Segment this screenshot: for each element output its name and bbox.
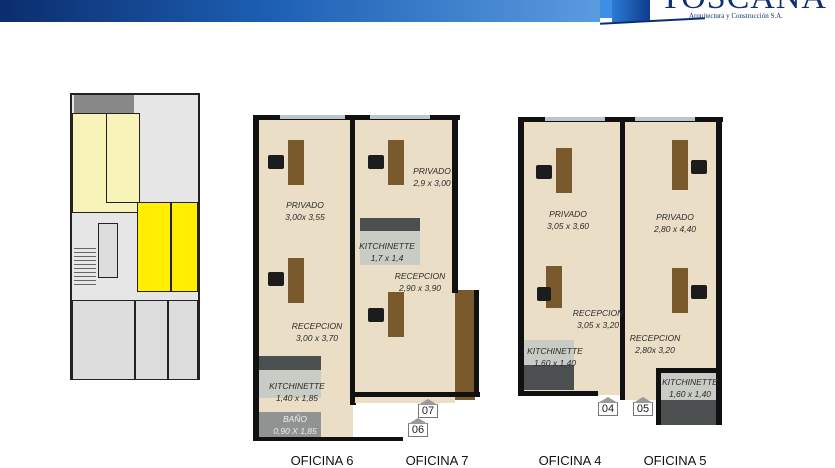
wall xyxy=(620,117,625,400)
desk xyxy=(388,140,404,185)
key-unit-05 xyxy=(171,202,198,292)
kitchen-counter xyxy=(259,356,321,370)
wall xyxy=(253,437,403,441)
logo-subtitle: Arquitectura y Construcción S.A. xyxy=(689,12,783,20)
desk xyxy=(672,268,688,313)
chair xyxy=(536,165,552,179)
office-title-5: OFICINA 5 xyxy=(643,453,707,468)
wall xyxy=(658,368,718,373)
kitchen-counter xyxy=(661,400,716,425)
kitchenette-floor xyxy=(259,370,321,398)
logo-cube-icon xyxy=(612,0,650,22)
chair xyxy=(691,285,707,299)
window xyxy=(280,115,345,119)
chair xyxy=(268,272,284,286)
wall xyxy=(656,368,661,425)
office-title-4: OFICINA 4 xyxy=(538,453,602,468)
key-unit-upper-right xyxy=(106,113,140,203)
unit-tag-04: 04 xyxy=(598,397,618,416)
window xyxy=(545,117,605,121)
kitchenette-floor xyxy=(360,231,420,265)
office-title-6: OFICINA 6 xyxy=(290,453,354,468)
key-unit-06 xyxy=(135,300,168,380)
header-banner xyxy=(0,0,600,22)
wall xyxy=(518,391,598,396)
desk xyxy=(388,292,404,337)
office-title-7: OFICINA 7 xyxy=(405,453,469,468)
key-unit-lower-left xyxy=(72,300,135,380)
chair xyxy=(537,287,551,301)
unit-tag-07: 07 xyxy=(418,399,438,418)
desk xyxy=(672,140,688,190)
unit-tag-06: 06 xyxy=(408,418,428,437)
desk xyxy=(288,140,304,185)
unit-tag-05: 05 xyxy=(633,397,653,416)
kitchen-counter xyxy=(524,365,574,390)
wall xyxy=(253,115,259,440)
key-stairs xyxy=(74,245,96,287)
chair xyxy=(368,155,384,169)
wall xyxy=(518,117,524,395)
wall xyxy=(474,290,479,395)
wall xyxy=(355,392,480,397)
key-elevator xyxy=(98,223,118,278)
kitchen-counter xyxy=(360,218,420,231)
kitchenette-floor xyxy=(524,340,574,365)
bathroom-floor xyxy=(259,412,321,437)
wall xyxy=(452,115,458,293)
window xyxy=(635,117,695,121)
wall xyxy=(716,117,722,425)
chair xyxy=(368,308,384,322)
window xyxy=(370,115,430,119)
key-unit-07 xyxy=(168,300,198,380)
logo-name: TOSCANA xyxy=(660,0,827,15)
office-7-cabinet xyxy=(455,290,475,400)
desk xyxy=(288,258,304,303)
key-unit-04 xyxy=(137,202,171,292)
wall xyxy=(350,115,356,405)
chair xyxy=(691,160,707,174)
balcony xyxy=(74,95,134,113)
kitchenette-floor xyxy=(661,373,716,400)
logo-icon xyxy=(600,0,614,18)
chair xyxy=(268,155,284,169)
key-plan xyxy=(70,93,200,380)
desk xyxy=(556,148,572,193)
